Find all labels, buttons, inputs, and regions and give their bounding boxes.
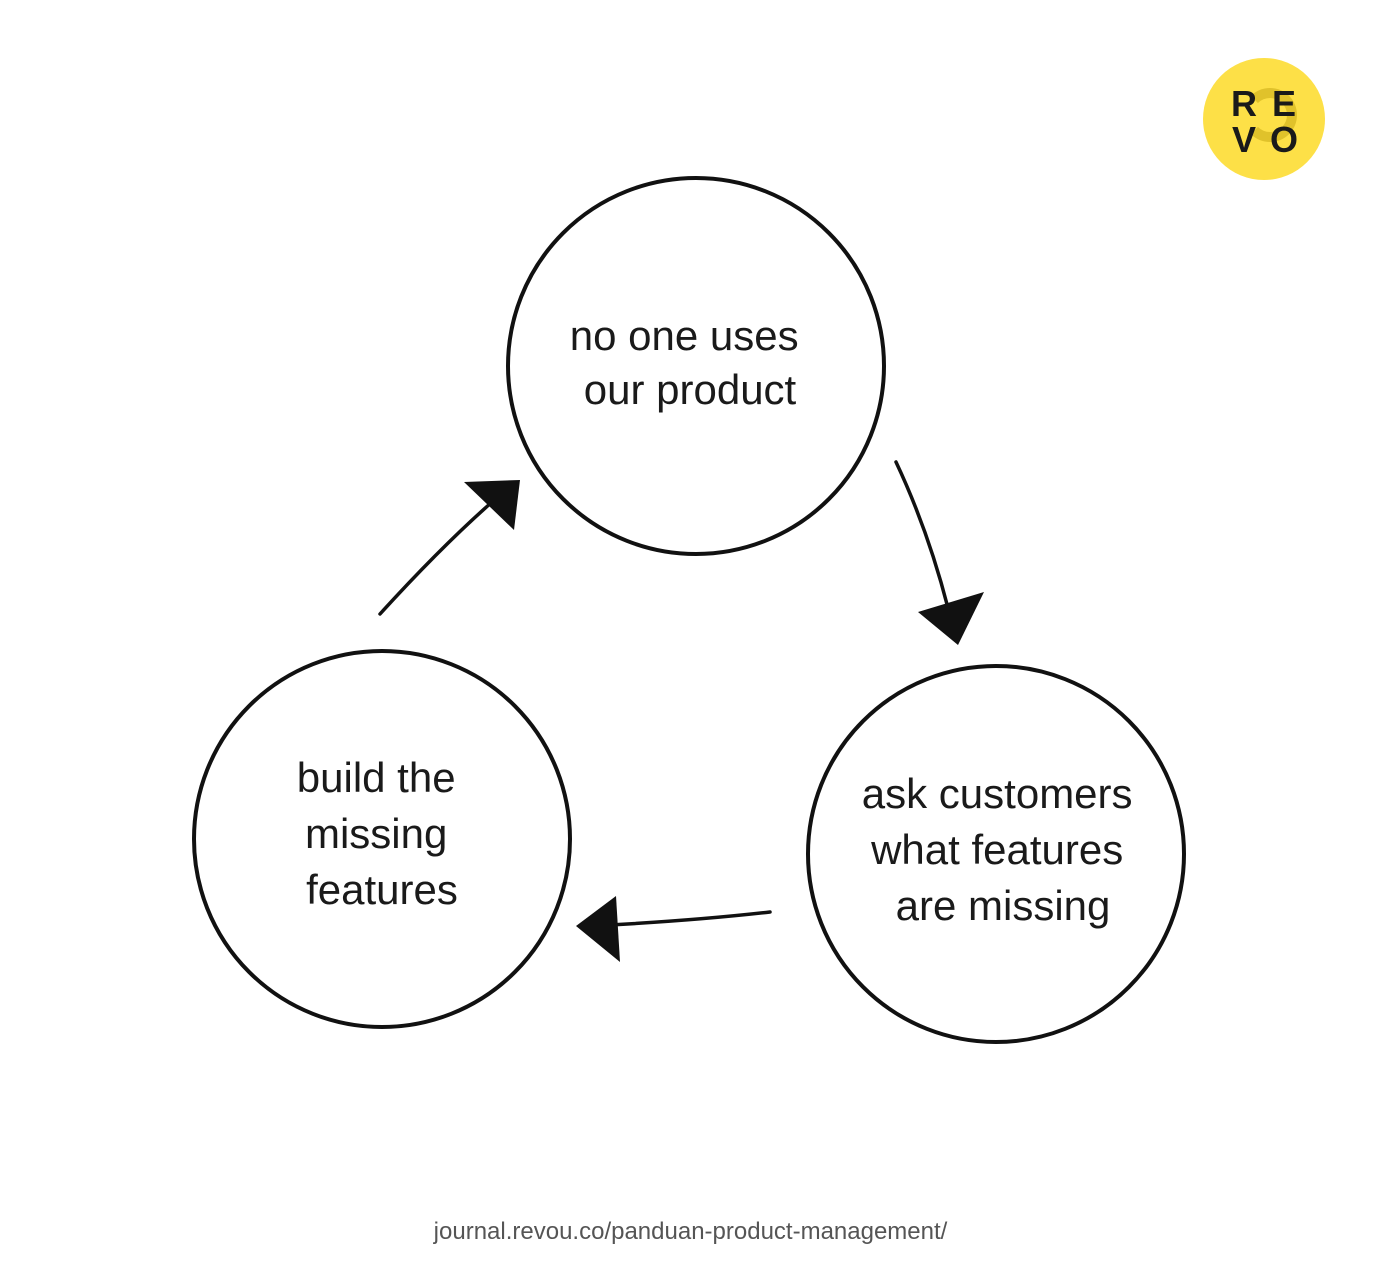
edge-top-to-right [894, 460, 984, 645]
logo-letter: E [1271, 83, 1296, 124]
node-left-label: build the missing features [297, 754, 467, 913]
node-top-label-line: our product [584, 366, 797, 413]
arrow-head-left-to-top [464, 480, 520, 530]
logo-letter: R [1231, 83, 1257, 124]
logo-swirl-icon [1243, 88, 1297, 142]
node-top: no one uses our product [506, 176, 886, 556]
node-top-label-line: no one uses [570, 312, 799, 359]
revou-logo: R E V O [1203, 58, 1325, 180]
node-right-label-line: what features [870, 826, 1123, 873]
logo-letter: O [1269, 119, 1298, 160]
node-right: ask customers what features are missing [806, 664, 1186, 1044]
node-right-circle [806, 664, 1186, 1044]
node-left-label-line: features [306, 866, 458, 913]
node-left-circle [192, 649, 572, 1029]
arrow-line-top-to-right [894, 460, 950, 610]
node-right-label-line: ask customers [862, 770, 1133, 817]
node-right-label: ask customers what features are missing [862, 770, 1144, 929]
node-left-label-line: build the [297, 754, 456, 801]
node-top-label: no one uses our product [570, 312, 811, 413]
node-left: build the missing features [192, 649, 572, 1029]
edge-left-to-top [378, 480, 520, 616]
source-url-caption: journal.revou.co/panduan-product-managem… [433, 1218, 948, 1245]
arrow-head-right-to-left [576, 896, 620, 962]
logo-letter: V [1231, 119, 1256, 160]
edge-right-to-left [576, 896, 772, 962]
node-left-label-line: missing [305, 810, 447, 857]
arrow-line-right-to-left [608, 910, 772, 927]
node-right-label-line: are missing [896, 882, 1111, 929]
node-top-circle [506, 176, 886, 556]
arrow-head-top-to-right [918, 592, 984, 645]
arrow-line-left-to-top [378, 500, 494, 616]
